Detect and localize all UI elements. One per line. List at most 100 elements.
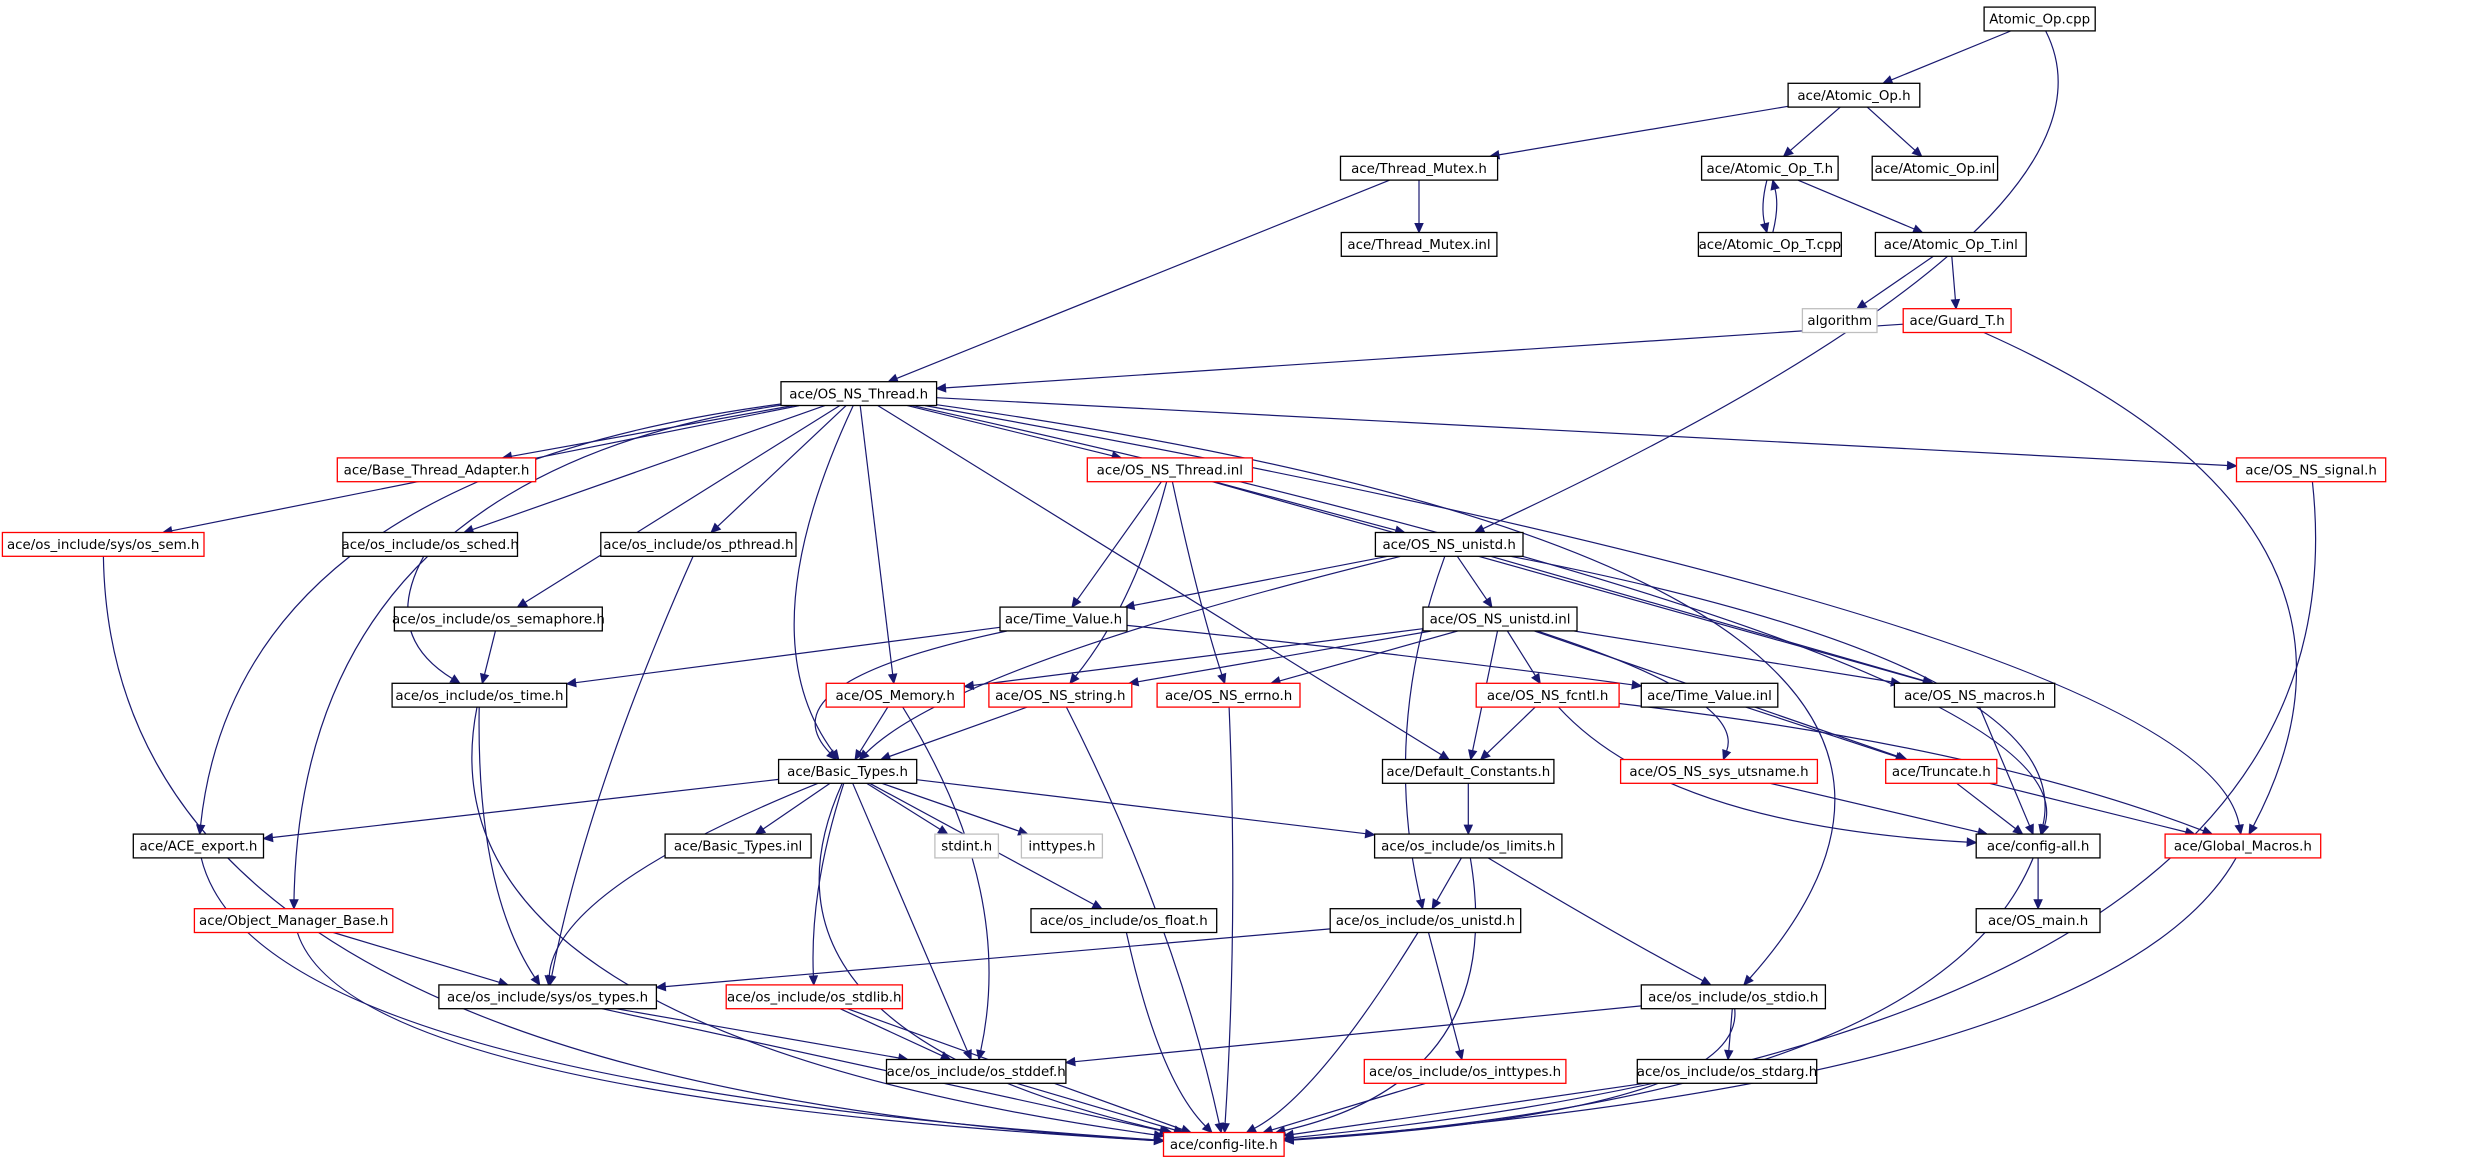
arrowhead-atomic_op_cpp-to-atomic_op_h xyxy=(1881,75,1894,85)
node-os-unistd-h[interactable]: ace/os_include/os_unistd.h xyxy=(1329,908,1522,934)
node-time-value-inl[interactable]: ace/Time_Value.inl xyxy=(1640,682,1779,708)
node-label: ace/OS_NS_sys_utsname.h xyxy=(1629,765,1808,780)
edge-os_time_h-to-config_lite_h xyxy=(471,706,1155,1136)
edge-os_limits_h-to-config_lite_h xyxy=(1284,857,1477,1132)
arrowhead-basic_types_h-to-os_stdlib_h xyxy=(808,975,819,987)
edge-os_stdarg_h-to-config_lite_h xyxy=(1292,1082,1645,1135)
node-atomic-op-h[interactable]: ace/Atomic_Op.h xyxy=(1787,82,1921,108)
node-atomic-op-cpp[interactable]: Atomic_Op.cpp xyxy=(1983,6,2096,32)
edge-os_types_h-to-config_lite_h xyxy=(601,1008,1161,1132)
node-os-ns-string-h[interactable]: ace/OS_NS_string.h xyxy=(988,682,1133,708)
edge-object_manager_base_h-to-os_types_h xyxy=(333,931,500,983)
node-os-stdio-h[interactable]: ace/os_include/os_stdio.h xyxy=(1640,984,1827,1010)
node-os-memory-h[interactable]: ace/OS_Memory.h xyxy=(825,682,965,708)
edge-os_ns_unistd_h-to-basic_types_h xyxy=(865,555,1401,754)
node-box xyxy=(1871,155,1999,181)
node-atomic-op-t-h[interactable]: ace/Atomic_Op_T.h xyxy=(1700,155,1839,181)
node-os-types-h[interactable]: ace/os_include/sys/os_types.h xyxy=(438,984,658,1010)
arrowhead-os_ns_unistd_inl-to-os_memory_h xyxy=(963,680,975,691)
arrowhead-os_ns_unistd_inl-to-default_constants_h xyxy=(1468,749,1478,761)
edge-atomic_op_cpp-to-atomic_op_h xyxy=(1891,30,2011,81)
edge-os_limits_h-to-os_unistd_h xyxy=(1436,857,1462,902)
node-label: ace/os_include/sys/os_sem.h xyxy=(7,538,199,553)
node-time-value-h[interactable]: ace/Time_Value.h xyxy=(999,606,1128,632)
node-os-ns-unistd-inl[interactable]: ace/OS_NS_unistd.inl xyxy=(1422,606,1578,632)
node-label: ace/Object_Manager_Base.h xyxy=(199,914,388,929)
edge-os_memory_h-to-os_stddef_h xyxy=(902,706,990,1051)
node-os-stdarg-h[interactable]: ace/os_include/os_stdarg.h xyxy=(1636,1058,1818,1084)
edge-os_time_h-to-os_types_h xyxy=(478,707,536,978)
edge-os_float_h-to-config_lite_h xyxy=(1125,932,1206,1127)
node-box xyxy=(1787,82,1921,108)
node-os-stddef-h[interactable]: ace/os_include/os_stddef.h xyxy=(885,1058,1067,1084)
node-os-ns-macros-h[interactable]: ace/OS_NS_macros.h xyxy=(1893,682,2056,708)
node-label: ace/os_include/os_stdarg.h xyxy=(1637,1065,1818,1080)
node-box xyxy=(342,531,519,557)
edge-os_ns_unistd_inl-to-os_ns_string_h xyxy=(1137,630,1432,683)
arrowhead-os_memory_h-to-basic_types_h xyxy=(854,748,865,761)
node-os-inttypes-h[interactable]: ace/os_include/os_inttypes.h xyxy=(1363,1058,1567,1084)
node-label: ace/Guard_T.h xyxy=(1910,314,2005,329)
node-atomic-op-t-inl[interactable]: ace/Atomic_Op_T.inl xyxy=(1874,231,2027,257)
node-os-ns-sys-utsname-h[interactable]: ace/OS_NS_sys_utsname.h xyxy=(1619,758,1819,784)
node-label: ace/OS_NS_Thread.h xyxy=(789,387,928,402)
node-box xyxy=(780,381,938,407)
node-box xyxy=(393,606,603,632)
node-basic-types-inl[interactable]: ace/Basic_Types.inl xyxy=(664,833,812,859)
node-os-ns-thread-inl[interactable]: ace/OS_NS_Thread.inl xyxy=(1086,457,1254,483)
node-os-main-h[interactable]: ace/OS_main.h xyxy=(1975,908,2101,934)
node-os-ns-fcntl-h[interactable]: ace/OS_NS_fcntl.h xyxy=(1475,682,1620,708)
node-inttypes-h[interactable]: inttypes.h xyxy=(1020,833,1104,859)
node-os-ns-errno-h[interactable]: ace/OS_NS_errno.h xyxy=(1156,682,1301,708)
node-os-ns-thread-h[interactable]: ace/OS_NS_Thread.h xyxy=(780,381,938,407)
node-box xyxy=(336,457,537,483)
edge-atomic_op_t_cpp-to-atomic_op_t_h xyxy=(1772,188,1778,233)
node-base-thread-adapter-h[interactable]: ace/Base_Thread_Adapter.h xyxy=(336,457,537,483)
node-guard-t-h[interactable]: ace/Guard_T.h xyxy=(1902,308,2012,334)
edge-os_stddef_h-to-config_lite_h xyxy=(1016,1082,1175,1131)
arrowhead-os_ns_unistd_inl-to-os_ns_sys_utsname_h xyxy=(1722,748,1732,761)
node-os-ns-unistd-h[interactable]: ace/OS_NS_unistd.h xyxy=(1374,531,1524,557)
node-label: ace/OS_NS_unistd.inl xyxy=(1430,613,1571,628)
edge-time_value_h-to-time_value_inl xyxy=(1126,624,1633,686)
edges-layer xyxy=(102,30,2317,1146)
node-os-float-h[interactable]: ace/os_include/os_float.h xyxy=(1030,908,1218,934)
node-atomic-op-inl[interactable]: ace/Atomic_Op.inl xyxy=(1871,155,1999,181)
node-default-constants-h[interactable]: ace/Default_Constants.h xyxy=(1381,758,1555,784)
node-global-macros-h[interactable]: ace/Global_Macros.h xyxy=(2164,833,2322,859)
arrowhead-thread_mutex_h-to-thread_mutex_inl xyxy=(1414,223,1424,234)
node-label: ace/os_include/os_limits.h xyxy=(1381,840,1555,855)
node-thread-mutex-inl[interactable]: ace/Thread_Mutex.inl xyxy=(1340,231,1498,257)
node-os-sem-h[interactable]: ace/os_include/sys/os_sem.h xyxy=(1,531,205,557)
edge-atomic_op_t_inl-to-guard_t_h xyxy=(1951,256,1956,300)
node-label: ace/os_include/os_pthread.h xyxy=(603,538,793,553)
node-algorithm[interactable]: algorithm xyxy=(1801,308,1878,334)
node-label: ace/OS_NS_errno.h xyxy=(1165,689,1292,704)
edge-os_ns_thread_inl-to-os_ns_unistd_h xyxy=(1214,481,1397,531)
node-os-sched-h[interactable]: ace/os_include/os_sched.h xyxy=(342,531,519,557)
node-box xyxy=(1700,155,1839,181)
node-os-pthread-h[interactable]: ace/os_include/os_pthread.h xyxy=(600,531,797,557)
node-label: ace/OS_NS_macros.h xyxy=(1904,689,2045,704)
node-basic-types-h[interactable]: ace/Basic_Types.h xyxy=(777,758,918,784)
node-truncate-h[interactable]: ace/Truncate.h xyxy=(1885,758,1998,784)
edge-os_semaphore_h-to-os_time_h xyxy=(483,630,496,675)
node-object-manager-base-h[interactable]: ace/Object_Manager_Base.h xyxy=(193,908,394,934)
edge-os_ns_fcntl_h-to-config_all_h xyxy=(1558,706,1968,843)
node-ace-export-h[interactable]: ace/ACE_export.h xyxy=(132,833,265,859)
node-os-time-h[interactable]: ace/os_include/os_time.h xyxy=(391,682,568,708)
node-thread-mutex-h[interactable]: ace/Thread_Mutex.h xyxy=(1339,155,1499,181)
node-os-semaphore-h[interactable]: ace/os_include/os_semaphore.h xyxy=(392,606,605,632)
node-atomic-op-t-cpp[interactable]: ace/Atomic_Op_T.cpp xyxy=(1697,231,1842,257)
edge-basic_types_h-to-os_limits_h xyxy=(916,779,1366,835)
node-os-limits-h[interactable]: ace/os_include/os_limits.h xyxy=(1373,833,1563,859)
node-os-stdlib-h[interactable]: ace/os_include/os_stdlib.h xyxy=(725,984,904,1010)
node-config-lite-h[interactable]: ace/config-lite.h xyxy=(1162,1131,1285,1157)
node-label: ace/os_include/os_inttypes.h xyxy=(1369,1065,1561,1080)
node-label: inttypes.h xyxy=(1028,840,1095,855)
node-os-ns-signal-h[interactable]: ace/OS_NS_signal.h xyxy=(2235,457,2387,483)
edge-os_ns_thread_inl-to-os_ns_string_h xyxy=(1075,481,1168,677)
node-config-all-h[interactable]: ace/config-all.h xyxy=(1975,833,2101,859)
node-label: ace/os_include/os_float.h xyxy=(1040,914,1208,929)
node-stdint-h[interactable]: stdint.h xyxy=(934,833,1000,859)
